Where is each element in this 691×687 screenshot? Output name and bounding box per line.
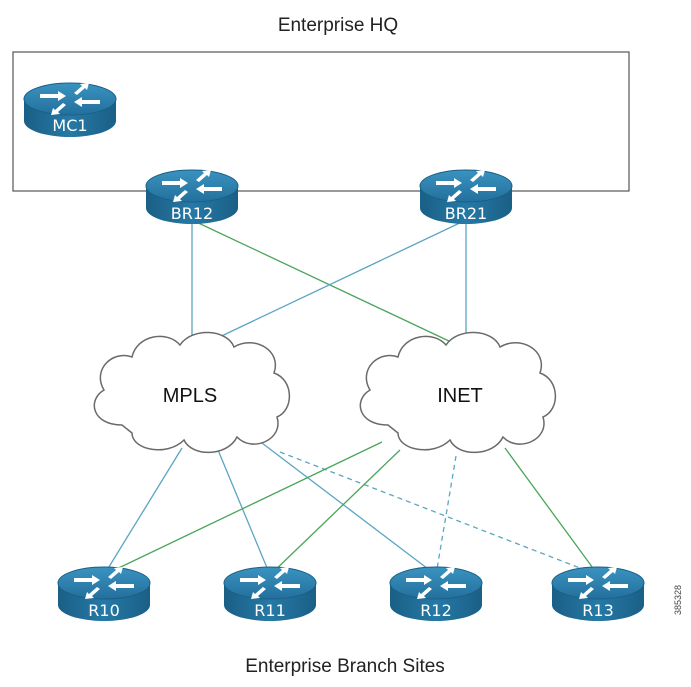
link-mpls-r12 [257,439,437,576]
router-br21-label: BR21 [445,204,487,223]
hq-title: Enterprise HQ [278,15,398,36]
inet-label: INET [437,385,483,407]
link-mpls-r13-dashed [279,451,599,576]
link-inet-r10 [103,441,383,576]
router-r11-label: R11 [254,601,285,620]
router-br12-label: BR12 [171,204,213,223]
mpls-label: MPLS [163,385,217,407]
link-mpls-r11 [217,449,271,576]
router-r12-label: R12 [420,601,451,620]
router-r11: R11 [223,566,317,622]
links [103,219,599,576]
router-r13: R13 [551,566,645,622]
branch-title: Enterprise Branch Sites [245,656,445,677]
router-br21: BR21 [419,169,513,225]
router-r13-label: R13 [582,601,613,620]
link-br21-mpls [191,219,467,351]
link-inet-r12-dashed [435,455,457,576]
mpls-cloud: MPLS [93,331,291,454]
link-inet-r13 [504,447,599,576]
router-mc1: MC1 [23,82,117,138]
inet-cloud: INET [359,331,557,454]
link-mpls-r10 [103,447,183,576]
router-r10: R10 [57,566,151,622]
router-r10-label: R10 [88,601,119,620]
router-r12: R12 [389,566,483,622]
router-br12: BR12 [145,169,239,225]
figure-id: 385328 [673,585,683,615]
router-mc1-label: MC1 [52,116,87,135]
link-inet-r11 [269,449,401,576]
hq-box [12,51,630,192]
